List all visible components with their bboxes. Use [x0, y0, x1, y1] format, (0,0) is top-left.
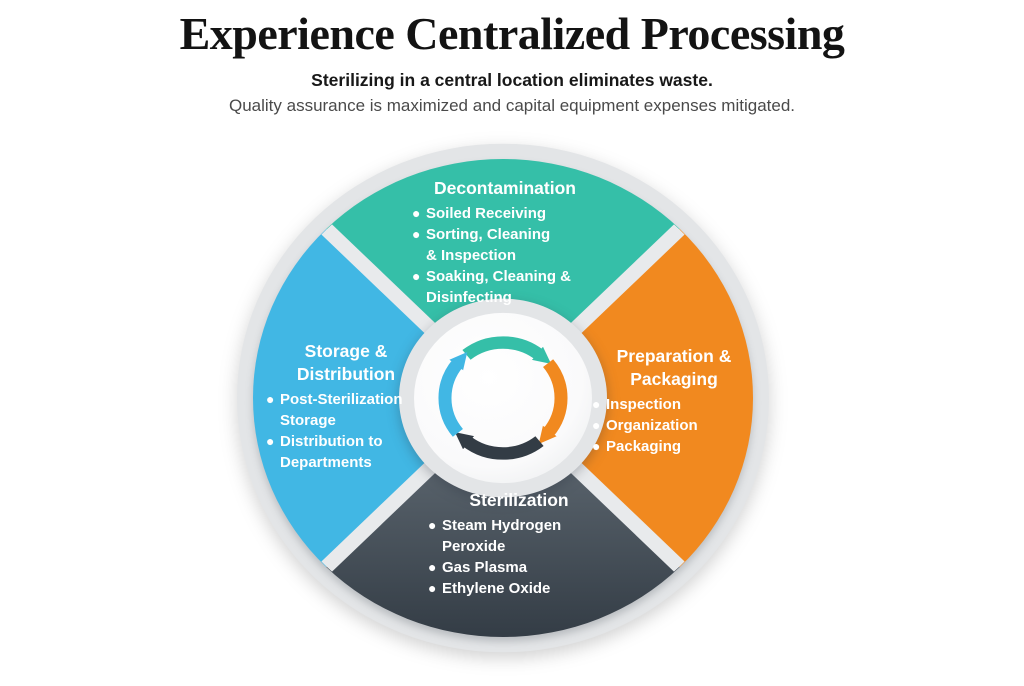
bullet-dot-icon: ●: [266, 391, 275, 407]
bullet-text: Soiled Receiving: [426, 205, 547, 222]
page-tagline: Quality assurance is maximized and capit…: [228, 96, 795, 115]
circular-cycle-arrows-icon: [438, 336, 568, 460]
bullet-text: Organization: [606, 417, 698, 434]
bullet-item: ● Ethylene Oxide: [428, 578, 610, 599]
bullet-dot-icon: ●: [428, 559, 437, 575]
bullet-text: Soaking, Cleaning &Disinfecting: [426, 268, 572, 306]
bullet-text: Packaging: [606, 438, 682, 455]
header: Experience Centralized Processing Steril…: [0, 8, 1024, 117]
section-preparation: Preparation &Packaging ● Inspection ● Organi…: [592, 345, 756, 457]
bullet-text: Ethylene Oxide: [442, 580, 551, 597]
bullet-dot-icon: ●: [428, 517, 437, 533]
page-title: Experience Centralized Processing: [179, 8, 845, 59]
section-storage: Storage &Distribution ● Post-Sterilization…: [266, 340, 426, 473]
section-title-storage: Storage &Distribution: [296, 341, 396, 384]
section-title-sterilization: Sterilization: [469, 490, 569, 510]
bullet-item: ● Inspection: [592, 394, 756, 415]
bullet-dot-icon: ●: [428, 580, 437, 596]
bullet-dot-icon: ●: [592, 417, 601, 433]
bullet-text: Gas Plasma: [442, 559, 528, 576]
bullet-list: ● Inspection ● Organization ● Packaging: [592, 394, 756, 457]
bullet-dot-icon: ●: [266, 433, 275, 449]
sector-storage: [252, 228, 503, 568]
bullet-text: Sorting, Cleaning& Inspection: [426, 226, 551, 264]
sector-preparation: [503, 228, 754, 568]
page-subtitle: Sterilizing in a central location elimin…: [311, 70, 713, 90]
bullet-text: Inspection: [606, 396, 682, 413]
bullet-dot-icon: ●: [592, 396, 601, 412]
bullet-dot-icon: ●: [592, 438, 601, 454]
section-title-preparation: Preparation &Packaging: [616, 346, 732, 389]
bullet-dot-icon: ●: [412, 226, 421, 242]
bullet-dot-icon: ●: [412, 205, 421, 221]
bullet-list: ● Soiled Receiving ● Sorting, Cleaning& Ins…: [412, 203, 598, 308]
bullet-item: ● Packaging: [592, 436, 756, 457]
section-title-decontamination: Decontamination: [434, 178, 576, 198]
section-decontamination: Decontamination ● Soiled Receiving ● Sorting…: [412, 177, 598, 308]
bullet-item: ● Organization: [592, 415, 756, 436]
sector-sterilization: [326, 398, 680, 638]
sector-decontamination: [326, 158, 680, 398]
bullet-item: ● Soaking, Cleaning &Disinfecting: [412, 266, 598, 308]
bullet-item: ● Soiled Receiving: [412, 203, 598, 224]
bullet-item: ● Sorting, Cleaning& Inspection: [412, 224, 598, 266]
bullet-dot-icon: ●: [412, 268, 421, 284]
bullet-item: ● Gas Plasma: [428, 557, 610, 578]
